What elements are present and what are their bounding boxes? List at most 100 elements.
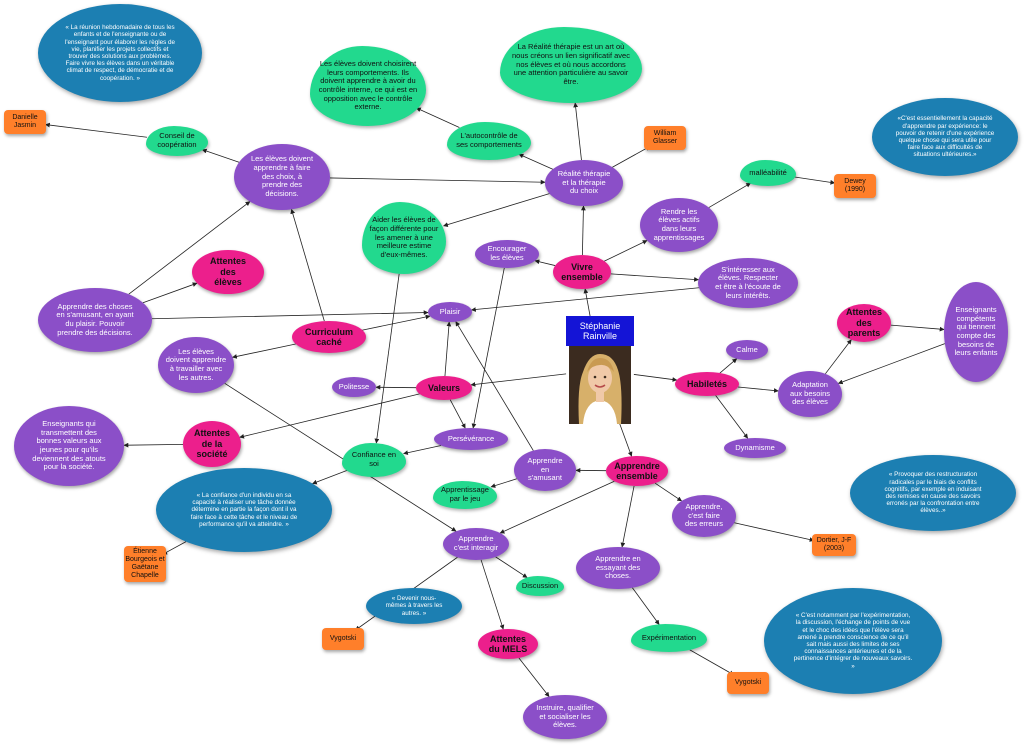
connector-curriculum-to-plaisir <box>362 314 431 331</box>
node-vivre-ensemble[interactable]: Vivre ensemble <box>553 255 611 289</box>
node-realite[interactable]: Réalité thérapie et la thérapie du choix <box>545 160 623 206</box>
connector-vivre-to-realite <box>580 205 586 256</box>
connector-attentes_parents-to-enseignants_competents <box>890 324 945 332</box>
node-instruire[interactable]: Instruire, qualifier et socialiser les é… <box>523 695 607 739</box>
connector-encourager-to-perseverance <box>471 267 505 429</box>
connector-perseverance-to-confiance <box>403 445 442 456</box>
connector-valeurs-to-plaisir <box>444 321 452 377</box>
connector-eleves_choix-to-conseil <box>201 148 240 163</box>
connector-en_samusant-to-plaisir <box>455 321 534 451</box>
ref-dewey[interactable]: Dewey (1990) <box>834 174 876 198</box>
connector-adaptation-to-attentes_parents <box>825 339 852 375</box>
connector-apprendre_choses-to-eleves_choix <box>128 201 251 295</box>
connector-apprendre_choses-to-attentes_eleves <box>142 282 198 304</box>
ref-vygotski-2[interactable]: Vygotski <box>727 672 769 694</box>
connector-interesser-to-plaisir <box>471 287 699 312</box>
connector-rendre_actifs-to-malleabilite <box>708 182 751 208</box>
node-cest-faire[interactable]: Apprendre, c'est faire des erreurs <box>672 495 736 537</box>
connector-enseignants_competents-to-adaptation <box>837 343 946 385</box>
connector-eleves_choix-to-realite <box>329 177 546 185</box>
node-essayant[interactable]: Apprendre en essayant des choses. <box>576 547 660 589</box>
connector-aider_eleves-to-confiance <box>374 273 400 444</box>
node-enseignants-valeurs[interactable]: Enseignants qui transmettent des bonnes … <box>14 406 124 486</box>
node-aider-eleves[interactable]: Aider les élèves de façon différente pou… <box>362 202 446 274</box>
connector-malleabilite-to-dewey <box>794 176 836 185</box>
node-perseverance[interactable]: Persévérance <box>434 428 508 450</box>
connector-apprendre-to-cest_faire <box>654 482 683 502</box>
node-curriculum-cache[interactable]: Curriculum caché <box>292 321 366 353</box>
node-interagir[interactable]: Apprendre c'est interagir <box>443 528 509 560</box>
quote-dortier: « Provoquer des restructuration radicale… <box>850 455 1016 531</box>
connector-curriculum-to-eleves_choix <box>290 208 325 322</box>
connector-apprendre-to-essayant <box>620 485 635 548</box>
connector-center-to-vivre <box>583 288 591 319</box>
ref-vygotski-1[interactable]: Vygotski <box>322 628 364 650</box>
connector-autocontrole-to-choisir_comport <box>415 107 460 128</box>
node-dynamisme[interactable]: Dynamisme <box>724 438 786 458</box>
node-attentes-societe[interactable]: Attentes de la société <box>183 421 241 467</box>
connector-realite-to-realite_art <box>573 102 582 161</box>
node-autocontrole[interactable]: L'autocontrôle de ses comportements <box>447 122 531 160</box>
connector-curriculum-to-eleves_travailler <box>232 343 296 359</box>
connector-apprendre_choses-to-plaisir <box>151 310 429 320</box>
connector-habiletes-to-calme <box>719 358 738 374</box>
node-apprendre-ensemble[interactable]: Apprendre ensemble <box>606 456 668 486</box>
center-title: Stéphanie Rainville <box>566 316 634 346</box>
connector-realite-to-autocontrole <box>518 153 553 170</box>
node-attentes-mels[interactable]: Attentes du MELS <box>478 629 538 659</box>
ref-danielle-jasmin[interactable]: Danielle Jasmin <box>4 110 46 134</box>
node-adaptation[interactable]: Adaptation aux besoins des élèves <box>778 371 842 417</box>
connector-realite-to-glasser <box>612 146 651 168</box>
connector-center-to-habiletes <box>633 374 678 382</box>
connector-eleves_travailler-to-interagir <box>224 383 457 532</box>
connector-confiance-to-q_confiance <box>312 469 349 485</box>
node-discussion[interactable]: Discussion <box>516 576 564 596</box>
node-calme[interactable]: Calme <box>726 340 768 360</box>
connector-attentes_mels-to-instruire <box>518 657 550 698</box>
node-malleabilite[interactable]: malléabilité <box>740 160 796 186</box>
connector-interagir-to-attentes_mels <box>480 559 505 630</box>
node-apprentissage-jeu[interactable]: Apprentissage par le jeu <box>433 481 497 509</box>
connector-vivre-to-rendre_actifs <box>604 240 648 262</box>
node-eleves-travailler[interactable]: Les élèves doivent apprendre à travaille… <box>158 337 234 393</box>
connector-vivre-to-encourager <box>534 259 556 266</box>
connector-en_samusant-to-jeu <box>490 478 517 488</box>
connector-valeurs-to-attentes_societe <box>239 393 420 439</box>
connector-q_confiance-to-bourgeois <box>162 541 187 555</box>
node-attentes-eleves[interactable]: Attentes des élèves <box>192 250 264 294</box>
quote-devenir: « Devenir nous- mêmes à travers les autr… <box>366 588 462 624</box>
node-rendre-actifs[interactable]: Rendre les élèves actifs dans leurs appr… <box>640 198 718 252</box>
connector-apprendre-to-interagir <box>499 480 615 534</box>
connector-experimentation-to-vygotski2 <box>689 649 735 676</box>
connector-habiletes-to-adaptation <box>737 386 779 393</box>
node-apprendre-choses[interactable]: Apprendre des choses en s'amusant, en ay… <box>38 288 152 352</box>
node-eleves-choix[interactable]: Les élèves doivent apprendre à faire des… <box>234 144 330 210</box>
ref-dortier[interactable]: Dortier, J-F (2003) <box>812 534 856 556</box>
node-experimentation[interactable]: Expérimentation <box>631 624 707 652</box>
node-politesse[interactable]: Politesse <box>332 377 376 397</box>
node-confiance[interactable]: Confiance en soi <box>342 443 406 477</box>
node-plaisir[interactable]: Plaisir <box>428 302 472 322</box>
connector-interagir-to-discussion <box>495 556 528 578</box>
node-encourager[interactable]: Encourager les élèves <box>475 240 539 268</box>
node-habiletes[interactable]: Habiletés <box>675 372 739 396</box>
node-realite-art[interactable]: La Réalité thérapie est un art où nous c… <box>500 27 642 103</box>
node-enseignants-competents[interactable]: Enseignants compétents qui tiennent comp… <box>944 282 1008 382</box>
node-valeurs[interactable]: Valeurs <box>416 376 472 400</box>
ref-bourgeois-chapelle[interactable]: Étienne Bourgeois et Gaëtane Chapelle <box>124 546 166 582</box>
connector-vivre-to-interesser <box>610 273 699 282</box>
connector-conseil-to-danielle <box>45 122 148 138</box>
connector-realite-to-aider_eleves <box>443 193 550 227</box>
node-attentes-parents[interactable]: Attentes des parents <box>837 304 891 342</box>
node-en-samusant[interactable]: Apprendre en s'amusant <box>514 449 576 491</box>
node-interesser[interactable]: S'intéresser aux élèves. Respecter et êt… <box>698 258 798 308</box>
connector-habiletes-to-dynamisme <box>715 395 749 439</box>
node-conseil-cooperation[interactable]: Conseil de coopération <box>146 126 208 156</box>
node-choisir-comportements[interactable]: Les élèves doivent choisirent leurs comp… <box>310 46 426 126</box>
ref-william-glasser[interactable]: William Glasser <box>644 126 686 150</box>
quote-experimentation: « C'est notamment par l'expérimentation,… <box>764 588 942 694</box>
portrait-photo <box>569 346 631 424</box>
quote-confiance: « La confiance d'un individu en sa capac… <box>156 468 332 552</box>
connector-essayant-to-experimentation <box>632 587 660 625</box>
